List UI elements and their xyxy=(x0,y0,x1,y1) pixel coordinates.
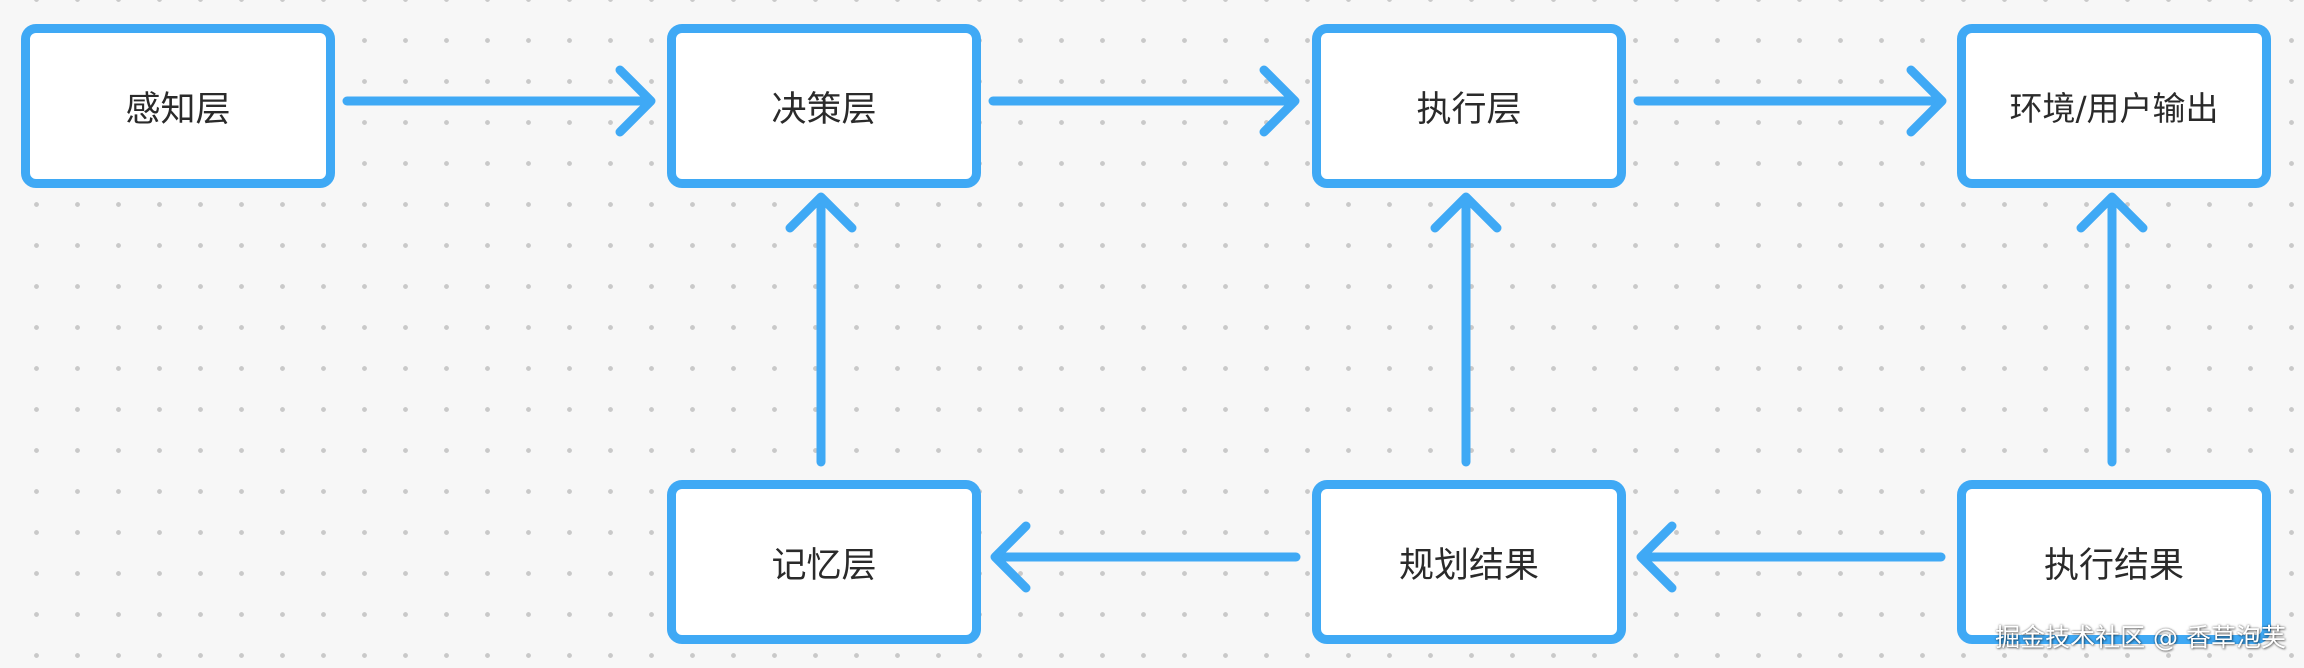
node-decision[interactable]: 决策层 xyxy=(667,24,981,188)
node-label: 执行层 xyxy=(1416,89,1522,130)
node-perception[interactable]: 感知层 xyxy=(21,24,335,188)
arrow-perception-to-decision xyxy=(342,65,656,137)
arrow-planning-to-memory xyxy=(990,521,1301,593)
node-label: 记忆层 xyxy=(771,545,877,586)
arrow-exec-result-to-output xyxy=(2076,192,2148,467)
node-memory[interactable]: 记忆层 xyxy=(667,480,981,644)
node-label: 环境/用户输出 xyxy=(2009,89,2219,128)
node-label: 规划结果 xyxy=(1398,545,1539,586)
node-output[interactable]: 环境/用户输出 xyxy=(1957,24,2271,188)
node-label: 决策层 xyxy=(771,89,877,130)
arrow-exec-result-to-planning xyxy=(1636,521,1946,593)
arrow-memory-to-decision xyxy=(785,192,857,467)
watermark: 掘金技术社区 @ 香草泡芙 xyxy=(1995,623,2286,652)
node-execution[interactable]: 执行层 xyxy=(1312,24,1626,188)
arrow-execution-to-output xyxy=(1633,65,1947,137)
arrow-planning-to-execution xyxy=(1430,192,1502,467)
node-planning[interactable]: 规划结果 xyxy=(1312,480,1626,644)
node-label: 感知层 xyxy=(125,89,231,130)
node-exec-result[interactable]: 执行结果 xyxy=(1957,480,2271,644)
node-label: 执行结果 xyxy=(2043,545,2184,586)
arrow-decision-to-execution xyxy=(988,65,1300,137)
